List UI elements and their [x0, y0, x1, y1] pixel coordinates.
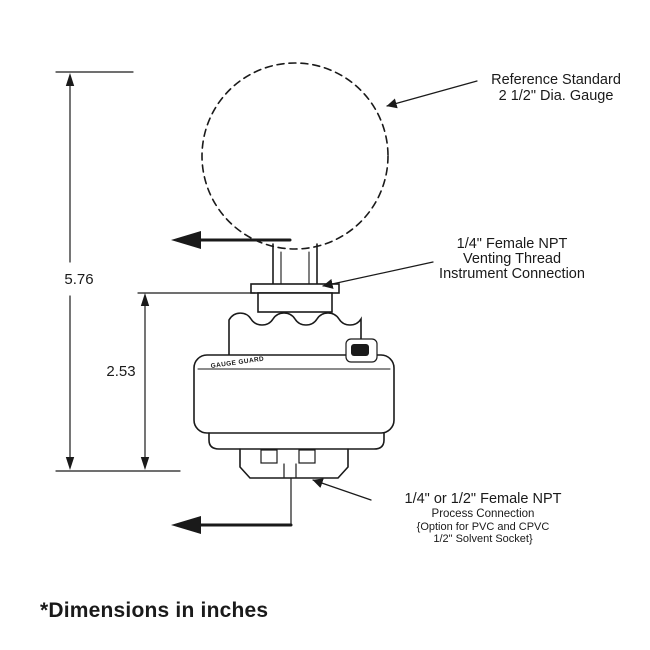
dimension-overall-height: 5.76 [55, 71, 181, 472]
gauge-guard-body: GAUGE GUARD [193, 354, 395, 434]
body-shell [193, 354, 395, 434]
process-connection [239, 448, 349, 479]
instrument-stem [272, 243, 318, 285]
dim-body-height-label: 2.53 [106, 363, 135, 380]
dim-overall-height-label: 5.76 [64, 271, 93, 288]
annotation-vent-connection: 1/4" Female NPT Venting Thread Instrumen… [439, 236, 585, 282]
process-annotation-line3: {Option for PVC and CPVC [417, 521, 550, 533]
lower-flange [208, 432, 385, 450]
vent-tab-mark [351, 344, 369, 356]
units-footnote: *Dimensions in inches [40, 599, 268, 622]
weep-hole-right [298, 449, 316, 464]
vent-nut [228, 312, 362, 357]
process-annotation-line2: Process Connection [432, 508, 535, 520]
cap-lower-band [257, 292, 333, 313]
gauge-dashed-circle [201, 62, 389, 250]
upper-arrow-head [171, 231, 201, 249]
dimension-arrow-down [140, 457, 150, 470]
dimension-arrow-up [140, 293, 150, 306]
process-connection-outline [239, 448, 349, 479]
gauge-leader-line [386, 80, 478, 109]
vent-annotation-line1: 1/4" Female NPT [457, 236, 568, 252]
vent-leader-line [322, 261, 434, 289]
annotation-gauge-reference: Reference Standard 2 1/2" Dia. Gauge [491, 72, 621, 104]
process-annotation-line4: 1/2" Solvent Socket} [433, 533, 533, 545]
dimension-body-height: 2.53 [106, 292, 256, 470]
annotation-process-connection: 1/4" or 1/2" Female NPT Process Connecti… [405, 491, 562, 545]
lower-arrow-head [171, 516, 201, 534]
flow-arrows [171, 231, 293, 534]
vent-annotation-line3: Instrument Connection [439, 266, 585, 282]
leader-lines [312, 80, 478, 501]
vent-tab [345, 338, 378, 363]
instrument-connection-cap [250, 283, 340, 313]
reference-gauge-outline [201, 62, 389, 250]
lower-flange-outline [208, 432, 385, 450]
dimension-arrow-down [65, 457, 75, 470]
vent-annotation-line2: Venting Thread [463, 251, 561, 267]
weep-hole-left [260, 449, 278, 464]
vent-nut-scalloped-profile [228, 312, 362, 357]
gauge-annotation-line1: Reference Standard [491, 72, 621, 88]
gauge-annotation-line2: 2 1/2" Dia. Gauge [499, 88, 614, 104]
process-leader-line [312, 478, 372, 501]
dimension-arrow-up [65, 73, 75, 86]
process-annotation-line1: 1/4" or 1/2" Female NPT [405, 491, 562, 507]
